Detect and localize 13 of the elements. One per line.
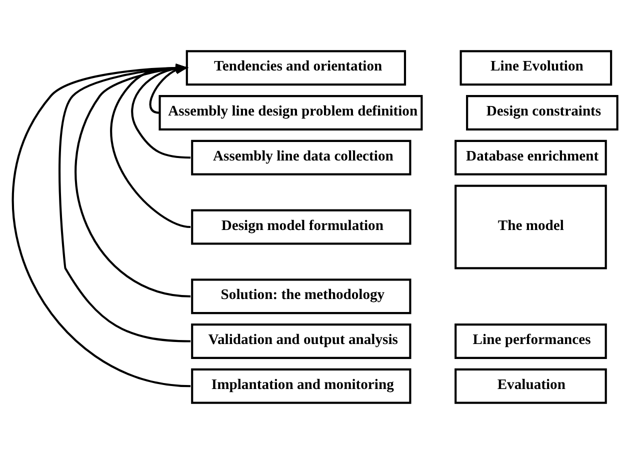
node-box: Implantation and monitoring (191, 368, 412, 404)
node-box: Validation and output analysis (191, 323, 412, 358)
node-box: Solution: the methodology (191, 278, 412, 314)
node-box: Design model formulation (191, 208, 412, 244)
node-box: Line performances (454, 323, 607, 358)
node-box: Database enrichment (454, 139, 607, 175)
node-box: Assembly line design problem definition (158, 94, 423, 130)
node-box: Line Evolution (460, 50, 612, 86)
node-box: The model (454, 184, 607, 269)
node-box: Assembly line data collection (191, 139, 412, 175)
node-box: Tendencies and orientation (186, 50, 406, 86)
node-box: Evaluation (454, 368, 607, 404)
node-box: Design constraints (466, 94, 618, 130)
